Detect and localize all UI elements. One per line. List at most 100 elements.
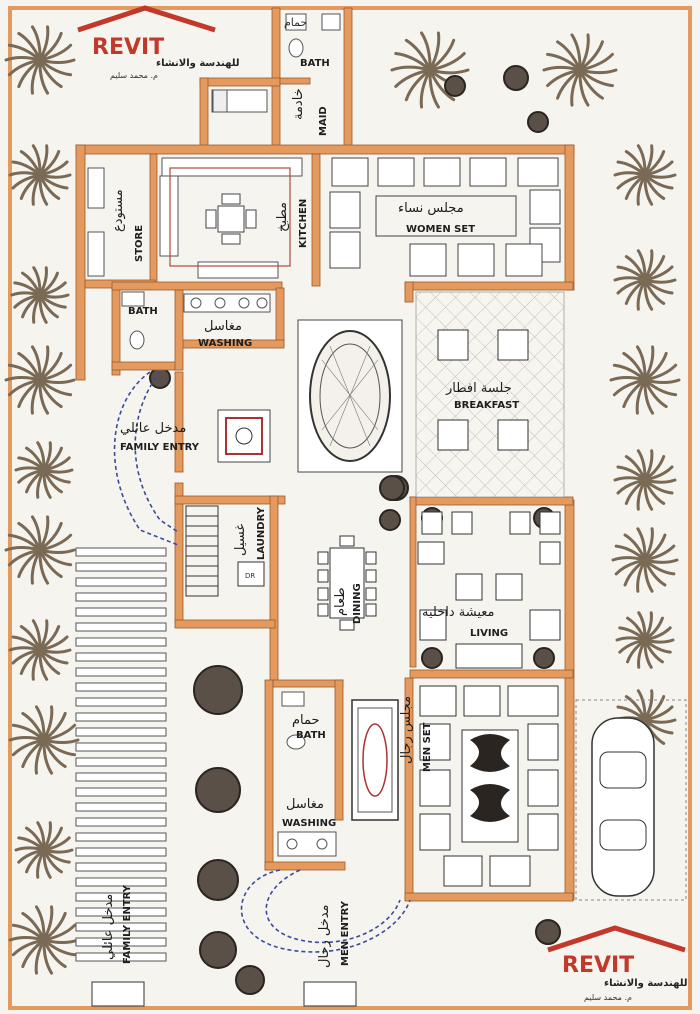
dining-label-en: DINING [352, 583, 363, 624]
shrub [379, 509, 401, 531]
shrub [379, 475, 405, 501]
parking-stall [75, 907, 167, 917]
parking-stall [75, 652, 167, 662]
tree-frond [404, 68, 432, 102]
logo-bottom: REVIT للهندسة والانشاء م. محمد سليم [547, 925, 688, 1002]
parking-stall [75, 697, 167, 707]
parking-stall [75, 607, 167, 617]
tree-frond [428, 68, 470, 75]
tree-frond [578, 40, 604, 72]
tree-frond [542, 65, 582, 72]
tree-frond [38, 635, 69, 652]
entry-paths [113, 371, 411, 953]
maid-bath-label-en: BATH [300, 58, 330, 69]
family-entry-label-en: FAMILY ENTRY [120, 442, 200, 453]
tree-frond [570, 68, 582, 107]
tree-frond [42, 456, 71, 472]
shrub [444, 75, 466, 97]
shrub [199, 931, 237, 969]
logo-top: REVIT للهندسة والانشاء م. محمد سليم [77, 5, 240, 80]
tree-frond [38, 363, 73, 382]
tree-frond [643, 160, 674, 177]
family-entry-label-ar: مدخل عائلي [120, 421, 186, 436]
walls [75, 7, 575, 902]
tree-frond [42, 836, 71, 852]
men-set-label-ar: مجلس رجال [399, 696, 414, 764]
shrub [527, 111, 549, 133]
tree-frond [643, 363, 678, 382]
tree-frond [556, 40, 582, 72]
tree-frond [428, 38, 456, 72]
logo-top-subtitle: للهندسة والانشاء [156, 58, 240, 69]
bath2-label-en: BATH [296, 730, 326, 741]
room-details: DR [87, 13, 687, 901]
parking-stall [75, 637, 167, 647]
women-set-label-ar: مجلس نساء [398, 201, 464, 216]
laundry-label-ar: غسيل [233, 524, 248, 556]
room-labels: حمام BATH خادمة MAID مستودع STORE مطبخ K… [101, 16, 519, 968]
parking-stall [75, 952, 167, 962]
dining-label-ar: طعام [333, 587, 348, 616]
shrub [503, 65, 529, 91]
tree-frond [394, 68, 432, 88]
shrub [235, 965, 265, 995]
tree-frond [394, 52, 432, 72]
maid-bath-label-ar: حمام [284, 16, 307, 29]
store-label-ar: مستودع [111, 189, 126, 232]
living-label-en: LIVING [470, 628, 508, 639]
men-set-label-en: MEN SET [422, 722, 433, 772]
tree-frond [578, 68, 590, 107]
tree-frond [556, 68, 582, 100]
men-entry-label-ar: مدخل رجال [317, 904, 332, 968]
logo-bottom-brand: REVIT [562, 953, 634, 978]
tree-frond [42, 923, 77, 942]
tree-frond [428, 68, 456, 102]
parking-stall [75, 862, 167, 872]
parking-stall [75, 712, 167, 722]
tree-frond [643, 265, 674, 282]
tree-frond [643, 626, 672, 642]
parking-stall [75, 772, 167, 782]
laundry-label-en: LAUNDRY [256, 506, 267, 560]
parking-stall [75, 592, 167, 602]
washing1-label-en: WASHING [198, 338, 252, 349]
shrub [197, 859, 239, 901]
parking-stall [75, 577, 167, 587]
shrub [535, 919, 561, 945]
parking-stall [75, 937, 167, 947]
kitchen-label-en: KITCHEN [298, 199, 309, 248]
parking-stall [75, 802, 167, 812]
parking-stall [75, 877, 167, 887]
washing2-label-ar: مغاسل [286, 797, 324, 812]
women-set-label-en: WOMEN SET [406, 224, 475, 235]
tree-frond [643, 705, 674, 722]
parking-stall [75, 547, 167, 557]
shrub [193, 665, 243, 715]
parking-stall [75, 817, 167, 827]
parking-stall [75, 847, 167, 857]
tree-frond [38, 160, 69, 177]
tree-frond [38, 281, 67, 297]
svg-text:DR: DR [245, 572, 255, 580]
tree-frond [419, 68, 432, 109]
family-parking [75, 547, 167, 962]
tree-frond [390, 65, 432, 72]
family-entry2-label-en: FAMILY ENTRY [122, 884, 133, 964]
living-label-ar: معيشة داخلية [422, 605, 495, 620]
tree-frond [428, 68, 440, 109]
tree-frond [578, 33, 590, 72]
family-entry2-label-ar: مدخل عائلي [101, 894, 116, 960]
shrub [533, 647, 555, 669]
logo-top-brand: REVIT [92, 35, 164, 60]
washing1-label-ar: مغاسل [204, 319, 242, 334]
bath2-label-ar: حمام [292, 713, 320, 728]
parking-stall [75, 892, 167, 902]
logo-bottom-author: م. محمد سليم [584, 993, 632, 1002]
parking-stall [75, 562, 167, 572]
logo-top-author: م. محمد سليم [110, 71, 158, 80]
tree-frond [546, 52, 582, 72]
parking-stall [75, 832, 167, 842]
tree-frond [578, 52, 614, 72]
maid-label-en: MAID [318, 106, 329, 136]
